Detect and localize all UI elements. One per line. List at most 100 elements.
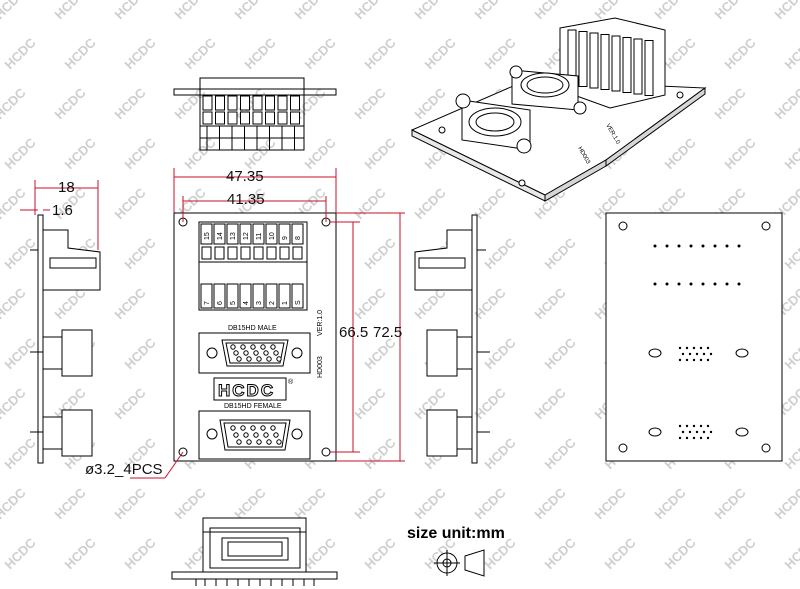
watermark-text: HCDC: [722, 535, 760, 573]
watermark-text: HCDC: [352, 485, 390, 523]
watermark-text: HCDC: [62, 535, 100, 573]
terminal-bottom-label: 6: [217, 301, 224, 305]
back-solder-pad: [688, 430, 692, 434]
back-solder-pad: [678, 436, 682, 440]
overall-height-dimension: 72.5: [373, 324, 402, 341]
back-solder-pad: [677, 282, 681, 286]
watermark-text: HCDC: [2, 435, 40, 473]
top-terminal: [252, 95, 263, 111]
watermark-text: HCDC: [122, 35, 160, 73]
terminal-top-label: 14: [217, 232, 224, 240]
top-terminal: [215, 95, 225, 111]
top-terminal: [290, 95, 300, 111]
terminal-slot: [213, 223, 226, 245]
watermark-text: HCDC: [472, 485, 510, 523]
watermark-text: HCDC: [532, 385, 570, 423]
back-solder-pad: [653, 244, 657, 248]
watermark-text: HCDC: [0, 285, 29, 323]
female-pin: [233, 432, 239, 438]
terminal-screw: [240, 246, 251, 260]
bottom-edge-view: [171, 517, 338, 586]
hole-height-dimension: 66.5: [339, 324, 368, 341]
female-pin: [256, 439, 262, 445]
male-pin: [263, 350, 269, 356]
model-label: HD003: [317, 356, 324, 378]
watermark-text: HCDC: [362, 135, 400, 173]
watermark-text: HCDC: [362, 435, 400, 473]
thickness-dimension: 1.6: [52, 202, 73, 219]
back-solder-pad: [699, 436, 703, 440]
terminal-slot: [278, 283, 291, 309]
watermark-text: HCDC: [0, 385, 29, 423]
watermark-text: HCDC: [412, 485, 450, 523]
depth-dimension: 18: [58, 179, 75, 196]
watermark-text: HCDC: [0, 185, 29, 223]
watermark-text: HCDC: [112, 185, 150, 223]
terminal-screw: [201, 246, 212, 260]
back-solder-pad: [681, 430, 685, 434]
watermark-text: HCDC: [422, 35, 460, 73]
male-pin: [260, 344, 266, 350]
terminal-slot: [291, 283, 304, 309]
top-terminal: [202, 95, 213, 111]
watermark-text: HCDC: [532, 0, 570, 22]
male-pin: [236, 356, 242, 362]
watermark-text: HCDC: [112, 385, 150, 423]
watermark-text: HCDC: [172, 0, 210, 22]
back-solder-pad: [685, 436, 689, 440]
back-solder-pad: [685, 358, 689, 362]
back-solder-pad: [699, 346, 703, 350]
watermark-text: HCDC: [122, 535, 160, 573]
watermark-text: HCDC: [242, 135, 280, 173]
terminal-bottom-label: S: [295, 300, 302, 305]
watermark-text: HCDC: [122, 235, 160, 273]
female-pin: [263, 432, 269, 438]
terminal-bottom-label: 7: [204, 301, 211, 305]
male-pin: [266, 356, 272, 362]
unit-legend: size unit:mm: [407, 525, 505, 577]
watermark-text: HCDC: [182, 35, 220, 73]
watermark-text: HCDC: [712, 485, 750, 523]
top-terminal: [240, 95, 250, 111]
terminal-slot: [291, 223, 304, 245]
back-solder-pad: [701, 244, 705, 248]
overall-width-dimension: 47.35: [226, 168, 264, 185]
watermark-text: HCDC: [242, 35, 280, 73]
iso-terminal: [622, 37, 632, 93]
back-solder-pad: [688, 352, 692, 356]
top-terminal: [215, 111, 225, 125]
watermark-text: HCDC: [542, 535, 580, 573]
back-solder-pad: [653, 282, 657, 286]
female-pin: [246, 439, 252, 445]
watermark-text: HCDC: [2, 35, 40, 73]
back-solder-pad: [725, 282, 729, 286]
terminal-slot: [239, 283, 252, 309]
terminal-screw: [227, 246, 238, 260]
male-pin: [230, 344, 236, 350]
watermark-text: HCDC: [542, 235, 580, 273]
terminal-top-label: 10: [269, 232, 276, 240]
watermark-text: HCDC: [482, 235, 520, 273]
terminal-slot: [200, 223, 213, 245]
terminal-slot: [226, 223, 239, 245]
watermark-text: HCDC: [232, 0, 270, 22]
back-solder-pad: [702, 352, 706, 356]
male-pin: [246, 356, 252, 362]
watermark-text: HCDC: [2, 535, 40, 573]
male-pin: [273, 350, 279, 356]
watermark-text: HCDC: [772, 0, 800, 22]
back-solder-pad: [665, 244, 669, 248]
watermark-text: HCDC: [122, 335, 160, 373]
back-solder-pad: [725, 244, 729, 248]
back-solder-pad: [706, 346, 710, 350]
top-terminal: [240, 111, 250, 125]
watermark-text: HCDC: [412, 0, 450, 22]
watermark-text: HCDC: [662, 135, 700, 173]
watermark-text: HCDC: [712, 0, 750, 22]
right-side-view: [414, 214, 490, 464]
back-solder-pad: [713, 244, 717, 248]
watermark-text: HCDC: [112, 285, 150, 323]
terminal-screw: [279, 246, 290, 260]
male-pin: [250, 344, 256, 350]
